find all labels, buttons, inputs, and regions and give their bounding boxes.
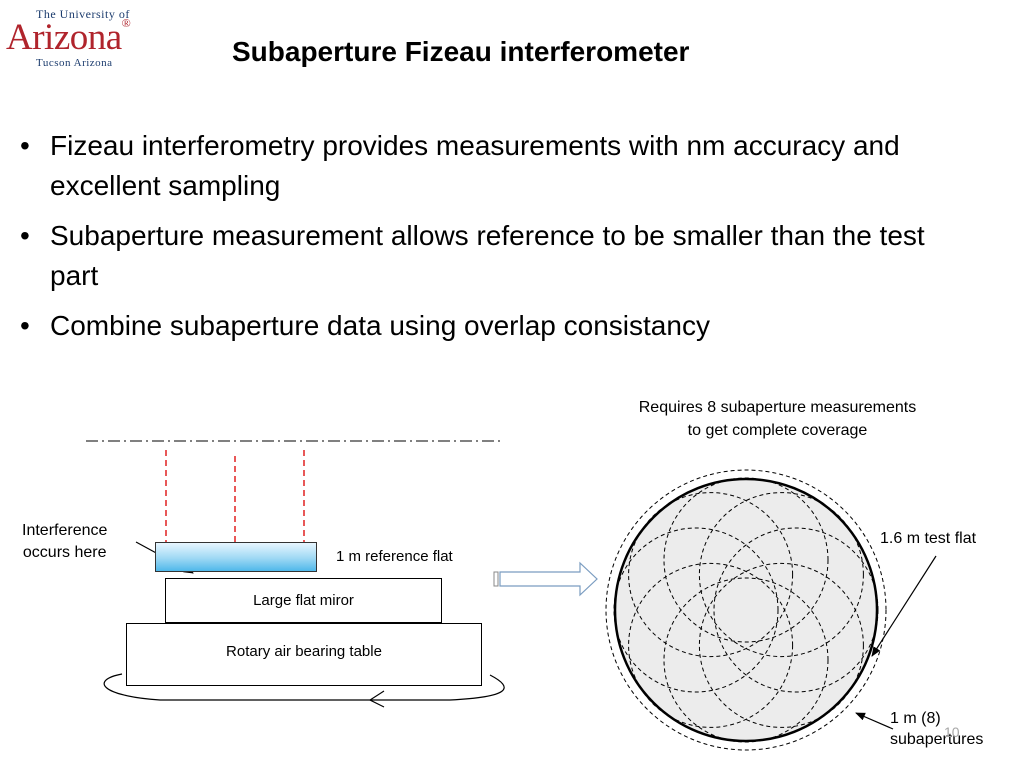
subaperture-circle [613,527,779,693]
page-number: 10 [944,724,960,740]
rotation-arrow-icon [103,673,505,708]
interference-label-line-2: occurs here [22,544,107,561]
subaperture-circle [628,492,794,658]
bullet-text: Subaperture measurement allows reference… [50,220,925,291]
interference-label: Interference occurs here [22,520,107,564]
coverage-caption: Requires 8 subaperture measurements to g… [605,396,950,442]
subaperture-label-line-1: 1 m (8) [890,710,941,727]
interference-label-line-1: Interference [22,522,108,539]
bullet-list: • Fizeau interferometry provides measurem… [18,126,948,356]
test-flat-circle [613,477,879,743]
large-flat-mirror: Large flat miror [165,578,442,623]
logo-line-2: Arizona [6,17,122,58]
reference-flat [155,542,317,572]
bullet-text: Combine subaperture data using overlap c… [50,310,710,341]
test-flat-label: 1.6 m test flat [880,530,977,547]
logo-line-1: The University of [36,7,130,21]
subaperture-label: 1 m (8) subapertures [890,708,983,750]
mirror-label: Large flat miror [253,592,354,609]
subaperture-pointer [855,712,894,730]
subaperture-circle [663,477,829,643]
bullet-item: • Combine subaperture data using overlap … [18,306,948,346]
coverage-caption-line-1: Requires 8 subaperture measurements [638,399,917,416]
subaperture-circle [628,562,794,728]
subaperture-circle [698,562,864,728]
logo-registered-mark: ® [121,16,131,30]
bullet-marker: • [20,130,30,161]
bullet-marker: • [20,310,30,341]
table-label: Rotary air bearing table [226,643,382,660]
bullet-marker: • [20,220,30,251]
coverage-caption-line-2: to get complete coverage [687,422,868,439]
bullet-item: • Fizeau interferometry provides measurem… [18,126,948,206]
subaperture-label-line-2: subapertures [890,731,984,748]
logo-line-3: Tucson Arizona [36,57,113,69]
coverage-outer-circle [605,469,887,751]
logo-wordmark: Arizona® [6,16,131,59]
subaperture-circles [613,477,879,743]
bullet-text: Fizeau interferometry provides measureme… [50,130,900,201]
rotary-air-bearing-table: Rotary air bearing table [126,623,482,686]
test-flat-pointer [871,555,937,657]
reference-flat-label: 1 m reference flat [336,548,453,565]
subaperture-circle [713,527,879,693]
university-logo: The University of Arizona® Tucson Arizon… [6,4,156,72]
subaperture-circle [698,492,864,658]
hollow-right-arrow-icon [493,561,598,597]
bullet-item: • Subaperture measurement allows referenc… [18,216,948,296]
subaperture-circle [663,577,829,743]
slide-title: Subaperture Fizeau interferometer [232,36,690,67]
